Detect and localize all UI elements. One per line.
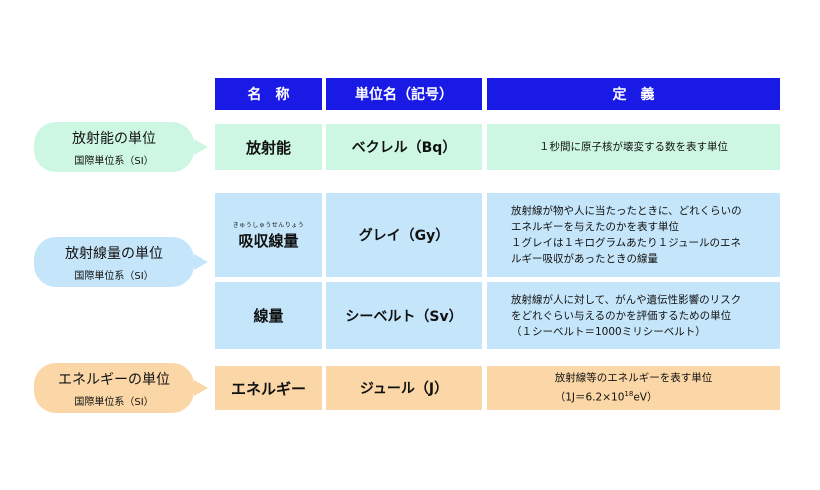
row-unit-cell: グレイ（Gy） xyxy=(326,193,482,277)
group-sub: 国際単位系（SI） xyxy=(74,155,154,167)
bubble-pointer xyxy=(194,139,208,155)
row-name-cell: 放射能 xyxy=(215,124,322,170)
group-label: 放射能の単位 xyxy=(72,130,156,147)
row-name-cell: きゅうしゅうせんりょう 吸収線量 xyxy=(215,193,322,277)
row-definition-cell: １秒間に原子核が壊変する数を表す単位 xyxy=(487,124,780,170)
group-label: エネルギーの単位 xyxy=(58,371,170,388)
name-with-ruby: きゅうしゅうせんりょう 吸収線量 xyxy=(232,221,305,250)
group-sub: 国際単位系（SI） xyxy=(74,396,154,408)
row-unit-cell: シーベルト（Sv） xyxy=(326,282,482,349)
header-definition: 定 義 xyxy=(487,78,780,110)
row-definition-cell: 放射線等のエネルギーを表す単位 （1J＝6.2×1018eV） xyxy=(487,366,780,410)
row-definition-cell: 放射線が人に対して、がんや遺伝性影響のリスク をどれぐらい与えるのかを評価するた… xyxy=(487,282,780,349)
group-label: 放射線量の単位 xyxy=(65,245,163,262)
group-sub: 国際単位系（SI） xyxy=(74,270,154,282)
ruby-reading: きゅうしゅうせんりょう xyxy=(232,221,305,229)
row-unit-cell: ジュール（J） xyxy=(326,366,482,410)
bubble-pointer xyxy=(194,380,208,396)
group-bubble-dose: 放射線量の単位 国際単位系（SI） xyxy=(34,237,194,287)
row-unit-cell: ベクレル（Bq） xyxy=(326,124,482,170)
row-name-cell: 線量 xyxy=(215,282,322,349)
row-name-cell: エネルギー xyxy=(215,366,322,410)
energy-conversion: （1J＝6.2×1018eV） xyxy=(554,390,658,404)
group-bubble-radioactivity: 放射能の単位 国際単位系（SI） xyxy=(34,122,194,172)
row-definition-cell: 放射線が物や人に当たったときに、どれくらいの エネルギーを与えたのかを表す単位 … xyxy=(487,193,780,277)
group-bubble-energy: エネルギーの単位 国際単位系（SI） xyxy=(34,363,194,413)
bubble-pointer xyxy=(194,254,208,270)
header-unit: 単位名（記号） xyxy=(326,78,482,110)
header-name: 名 称 xyxy=(215,78,322,110)
